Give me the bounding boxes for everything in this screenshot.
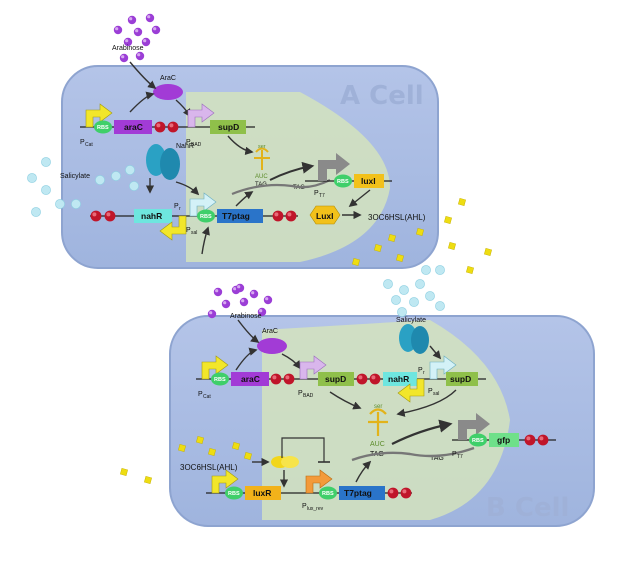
psal-promoter-icon	[189, 192, 217, 217]
arac-gene-b	[231, 372, 269, 386]
arac-protein-b	[257, 338, 287, 354]
svg-text:BAD: BAD	[191, 142, 202, 148]
ahl-label-a: 3OC6HSL(AHL)	[368, 213, 426, 222]
nahr-protein	[146, 144, 180, 180]
pcat-promoter-icon	[85, 103, 113, 128]
arabinose-molecules	[113, 13, 161, 63]
suppressor-trna: ser AUC TAG TAG	[231, 144, 331, 196]
rbs-site	[94, 120, 112, 134]
svg-text:nahR: nahR	[141, 211, 162, 221]
supd-gene-b1	[318, 372, 354, 386]
salicylate-label: Salicylate	[60, 173, 90, 180]
psal-label: P	[186, 227, 191, 234]
svg-text:sal: sal	[433, 391, 439, 397]
pcat-promoter-icon-b	[201, 355, 229, 380]
svg-text:P: P	[428, 388, 433, 395]
pt7-promoter-icon	[318, 153, 350, 181]
pcat-promoter-icon-b2	[211, 469, 239, 494]
svg-text:nahR: nahR	[388, 374, 409, 384]
luxr-protein	[271, 456, 299, 468]
svg-text:RBS: RBS	[228, 491, 240, 497]
pt7-promoter-icon-b	[458, 413, 490, 440]
salicylate-label-b: Salicylate	[396, 317, 426, 324]
svg-text:ser: ser	[258, 144, 266, 150]
svg-text:RBS: RBS	[337, 179, 349, 185]
luxi-gene	[354, 174, 384, 188]
pbad-label: P	[186, 139, 191, 146]
svg-text:lux_rev: lux_rev	[307, 506, 324, 512]
cell-a-title: A Cell	[340, 81, 424, 111]
svg-text:supD: supD	[325, 374, 346, 384]
svg-text:AraC: AraC	[262, 328, 278, 335]
svg-text:RBS: RBS	[200, 214, 212, 220]
pr-promoter-icon	[159, 215, 187, 241]
svg-text:RBS: RBS	[214, 377, 226, 383]
nahr-gene	[134, 209, 172, 223]
pcat-label: P	[80, 139, 85, 146]
svg-text:luxR: luxR	[253, 488, 271, 498]
svg-text:P: P	[298, 390, 303, 397]
svg-text:r: r	[179, 206, 181, 212]
ahl-label-b: 3OC6HSL(AHL)	[180, 463, 238, 472]
svg-text:AUC: AUC	[255, 174, 268, 180]
cell-a: A Cell Arabinose AraC P Cat RBS araC P B…	[27, 13, 439, 269]
t7ptag-gene-b	[339, 486, 385, 500]
nahr-gene-b	[383, 372, 417, 386]
svg-text:AUC: AUC	[370, 441, 385, 448]
cell-b-title: B Cell	[486, 493, 569, 523]
luxr-gene	[245, 486, 281, 500]
svg-text:luxI: luxI	[361, 176, 376, 186]
svg-text:supD: supD	[450, 374, 471, 384]
arabinose-label-b: Arabinose	[230, 313, 262, 320]
svg-text:RBS: RBS	[472, 438, 484, 444]
svg-text:T7: T7	[319, 193, 325, 199]
svg-text:araC: araC	[124, 122, 143, 132]
svg-text:LuxI: LuxI	[316, 211, 333, 221]
pr-label: P	[174, 203, 179, 210]
svg-text:r: r	[423, 370, 425, 376]
arac-gene	[114, 120, 152, 134]
svg-text:Cat: Cat	[203, 394, 211, 400]
svg-text:RBS: RBS	[97, 125, 109, 131]
svg-text:Cat: Cat	[85, 142, 93, 148]
svg-text:ser: ser	[374, 404, 382, 410]
suppressor-trna-b: ser AUC TAG TAG	[351, 404, 475, 462]
svg-text:P: P	[418, 367, 423, 374]
svg-text:T7ptag: T7ptag	[222, 211, 250, 221]
svg-text:RBS: RBS	[322, 491, 334, 497]
svg-text:TAG: TAG	[430, 455, 444, 462]
svg-text:supD: supD	[218, 122, 239, 132]
svg-text:P: P	[302, 503, 307, 510]
nahr-protein-label: NahR	[176, 143, 194, 150]
supd-gene-b2	[446, 372, 478, 386]
gfp-gene	[489, 433, 519, 447]
pt7-label: P	[314, 190, 319, 197]
svg-text:T7: T7	[457, 454, 463, 460]
pbad-promoter-icon	[187, 103, 215, 128]
arac-protein-label: AraC	[160, 75, 176, 82]
svg-text:BAD: BAD	[303, 393, 314, 399]
supd-gene	[210, 120, 246, 134]
arac-protein	[153, 84, 183, 100]
t7ptag-gene	[217, 209, 263, 223]
plux-promoter-icon	[305, 469, 333, 494]
luxi-protein	[309, 205, 341, 225]
nahr-protein-b	[399, 324, 429, 354]
svg-text:TAG: TAG	[255, 182, 267, 188]
svg-text:T7ptag: T7ptag	[344, 488, 372, 498]
salicylate-molecules-b	[383, 265, 445, 317]
svg-text:P: P	[198, 391, 203, 398]
svg-text:araC: araC	[241, 374, 260, 384]
arabinose-label: Arabinose	[112, 45, 144, 52]
svg-text:sal: sal	[191, 230, 197, 236]
svg-text:P: P	[452, 451, 457, 458]
cell-b: B Cell Arabinose AraC P Cat RBS araC P B…	[169, 265, 595, 527]
svg-text:gfp: gfp	[497, 435, 510, 445]
